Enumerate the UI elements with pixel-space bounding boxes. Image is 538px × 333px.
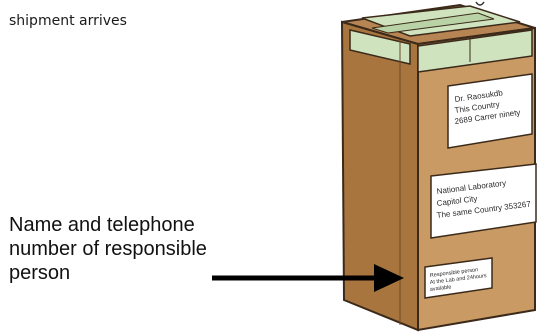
top-cutoff-mark: [476, 2, 484, 5]
